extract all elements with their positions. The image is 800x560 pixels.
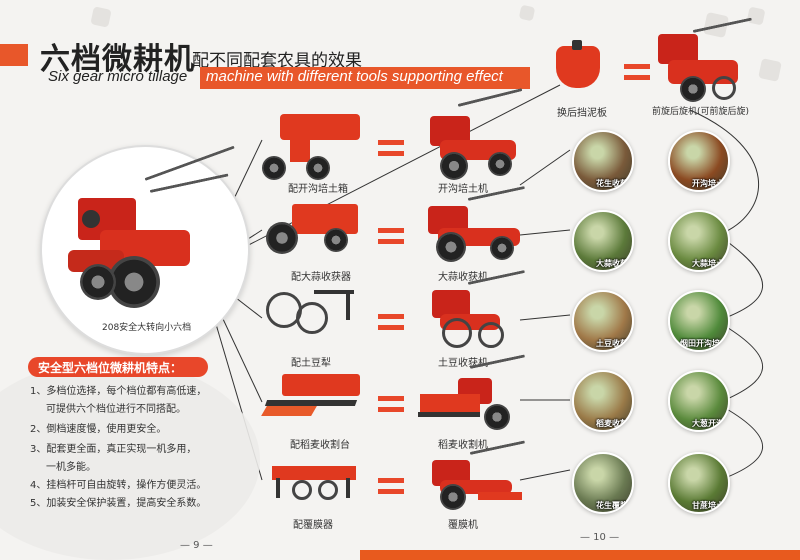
tool-label-reaper: 配稻麦收割台 [290,440,350,451]
tool-label-mulch: 配覆膜器 [293,520,333,531]
main-machine-image [60,145,240,310]
feature-item: 可提供六个档位进行不同搭配。 [46,404,186,415]
english-title: Six gear micro tillage [48,68,188,85]
photo-label: 花生收获 [596,179,628,188]
field-photo: 土豆收获 [572,290,634,352]
bottom-accent-bar [360,550,800,560]
main-machine-label: 208安全大转向小六档 [102,323,192,333]
page-title: 六档微耕机 [40,42,195,77]
photo-label: 烟田开沟培土 [680,339,728,348]
result-label-mulch: 覆膜机 [448,520,478,531]
reaper-machine-image [418,354,528,434]
mulch-machine-image [418,440,528,514]
feature-item: 1、多档位选择，每个档位都有高低速， [30,386,207,397]
result-label-garlic: 大蒜收获机 [438,272,488,283]
garlic-machine-image [418,185,528,266]
photo-label: 稻麦收割 [596,419,628,428]
feature-item: 4、挂档杆可自由旋转，操作方便灵活。 [30,480,207,491]
top-result-label: 前旋后旋机(可前旋后旋) [652,107,750,117]
feature-item: 2、倒档速度慢，使用更安全。 [30,424,167,435]
field-photo: 大蒜培土 [668,210,730,272]
result-label-reaper: 稻麦收割机 [438,440,488,451]
features-background [0,360,260,560]
result-label-potato: 土豆收获机 [438,358,488,369]
title-accent-stripe [0,44,28,66]
garlic-harvester-image [262,198,362,260]
photo-label: 大蒜收获 [596,259,628,268]
field-photo: 稻麦收割 [572,370,634,432]
trench-box-image [262,104,362,184]
equals-sign [378,140,404,156]
rear-rotary-machine-image [648,17,758,104]
equals-sign [624,64,650,80]
field-photo: 开沟培土 [668,130,730,192]
equals-sign [378,228,404,244]
field-photo: 花生收获 [572,130,634,192]
potato-plough-image [262,282,362,344]
trench-machine-image [418,88,528,182]
tool-label-garlic: 配大蒜收获器 [291,272,351,283]
rear-fender-image [548,36,608,96]
features-title: 安全型六档位微耕机特点： [28,357,208,377]
field-photo: 烟田开沟培土 [668,290,730,352]
page-number-left: — 9 — [180,540,213,551]
equals-sign [378,396,404,412]
tool-label-potato: 配土豆犁 [291,358,331,369]
photo-label: 开沟培土 [692,179,724,188]
photo-label: 大葱开沟 [692,419,724,428]
photo-label: 大蒜培土 [692,259,724,268]
page-subtitle: 配不同配套农具的效果 [192,51,362,71]
equals-sign [378,314,404,330]
feature-item: 一机多能。 [46,462,96,473]
feature-item: 3、配套更全面，真正实现一机多用， [30,444,197,455]
english-title-highlight: machine with different tools supporting … [200,67,530,89]
photo-label: 土豆收获 [596,339,628,348]
feature-item: 5、加装安全保护装置，提高安全系数。 [30,498,207,509]
tool-label-trench: 配开沟培土箱 [288,184,348,195]
field-photo: 花生覆膜 [572,452,634,514]
page-number-right: — 10 — [580,532,620,543]
top-tool-label: 换后挡泥板 [557,108,607,119]
result-label-trench: 开沟培土机 [438,184,488,195]
field-photo: 甘蔗培土 [668,452,730,514]
photo-label: 甘蔗培土 [692,501,724,510]
equals-sign [378,478,404,494]
field-photo: 大葱开沟 [668,370,730,432]
film-mulcher-image [262,452,362,508]
reaper-header-image [261,370,362,426]
field-photo: 大蒜收获 [572,210,634,272]
photo-label: 花生覆膜 [596,501,628,510]
potato-machine-image [418,269,528,352]
